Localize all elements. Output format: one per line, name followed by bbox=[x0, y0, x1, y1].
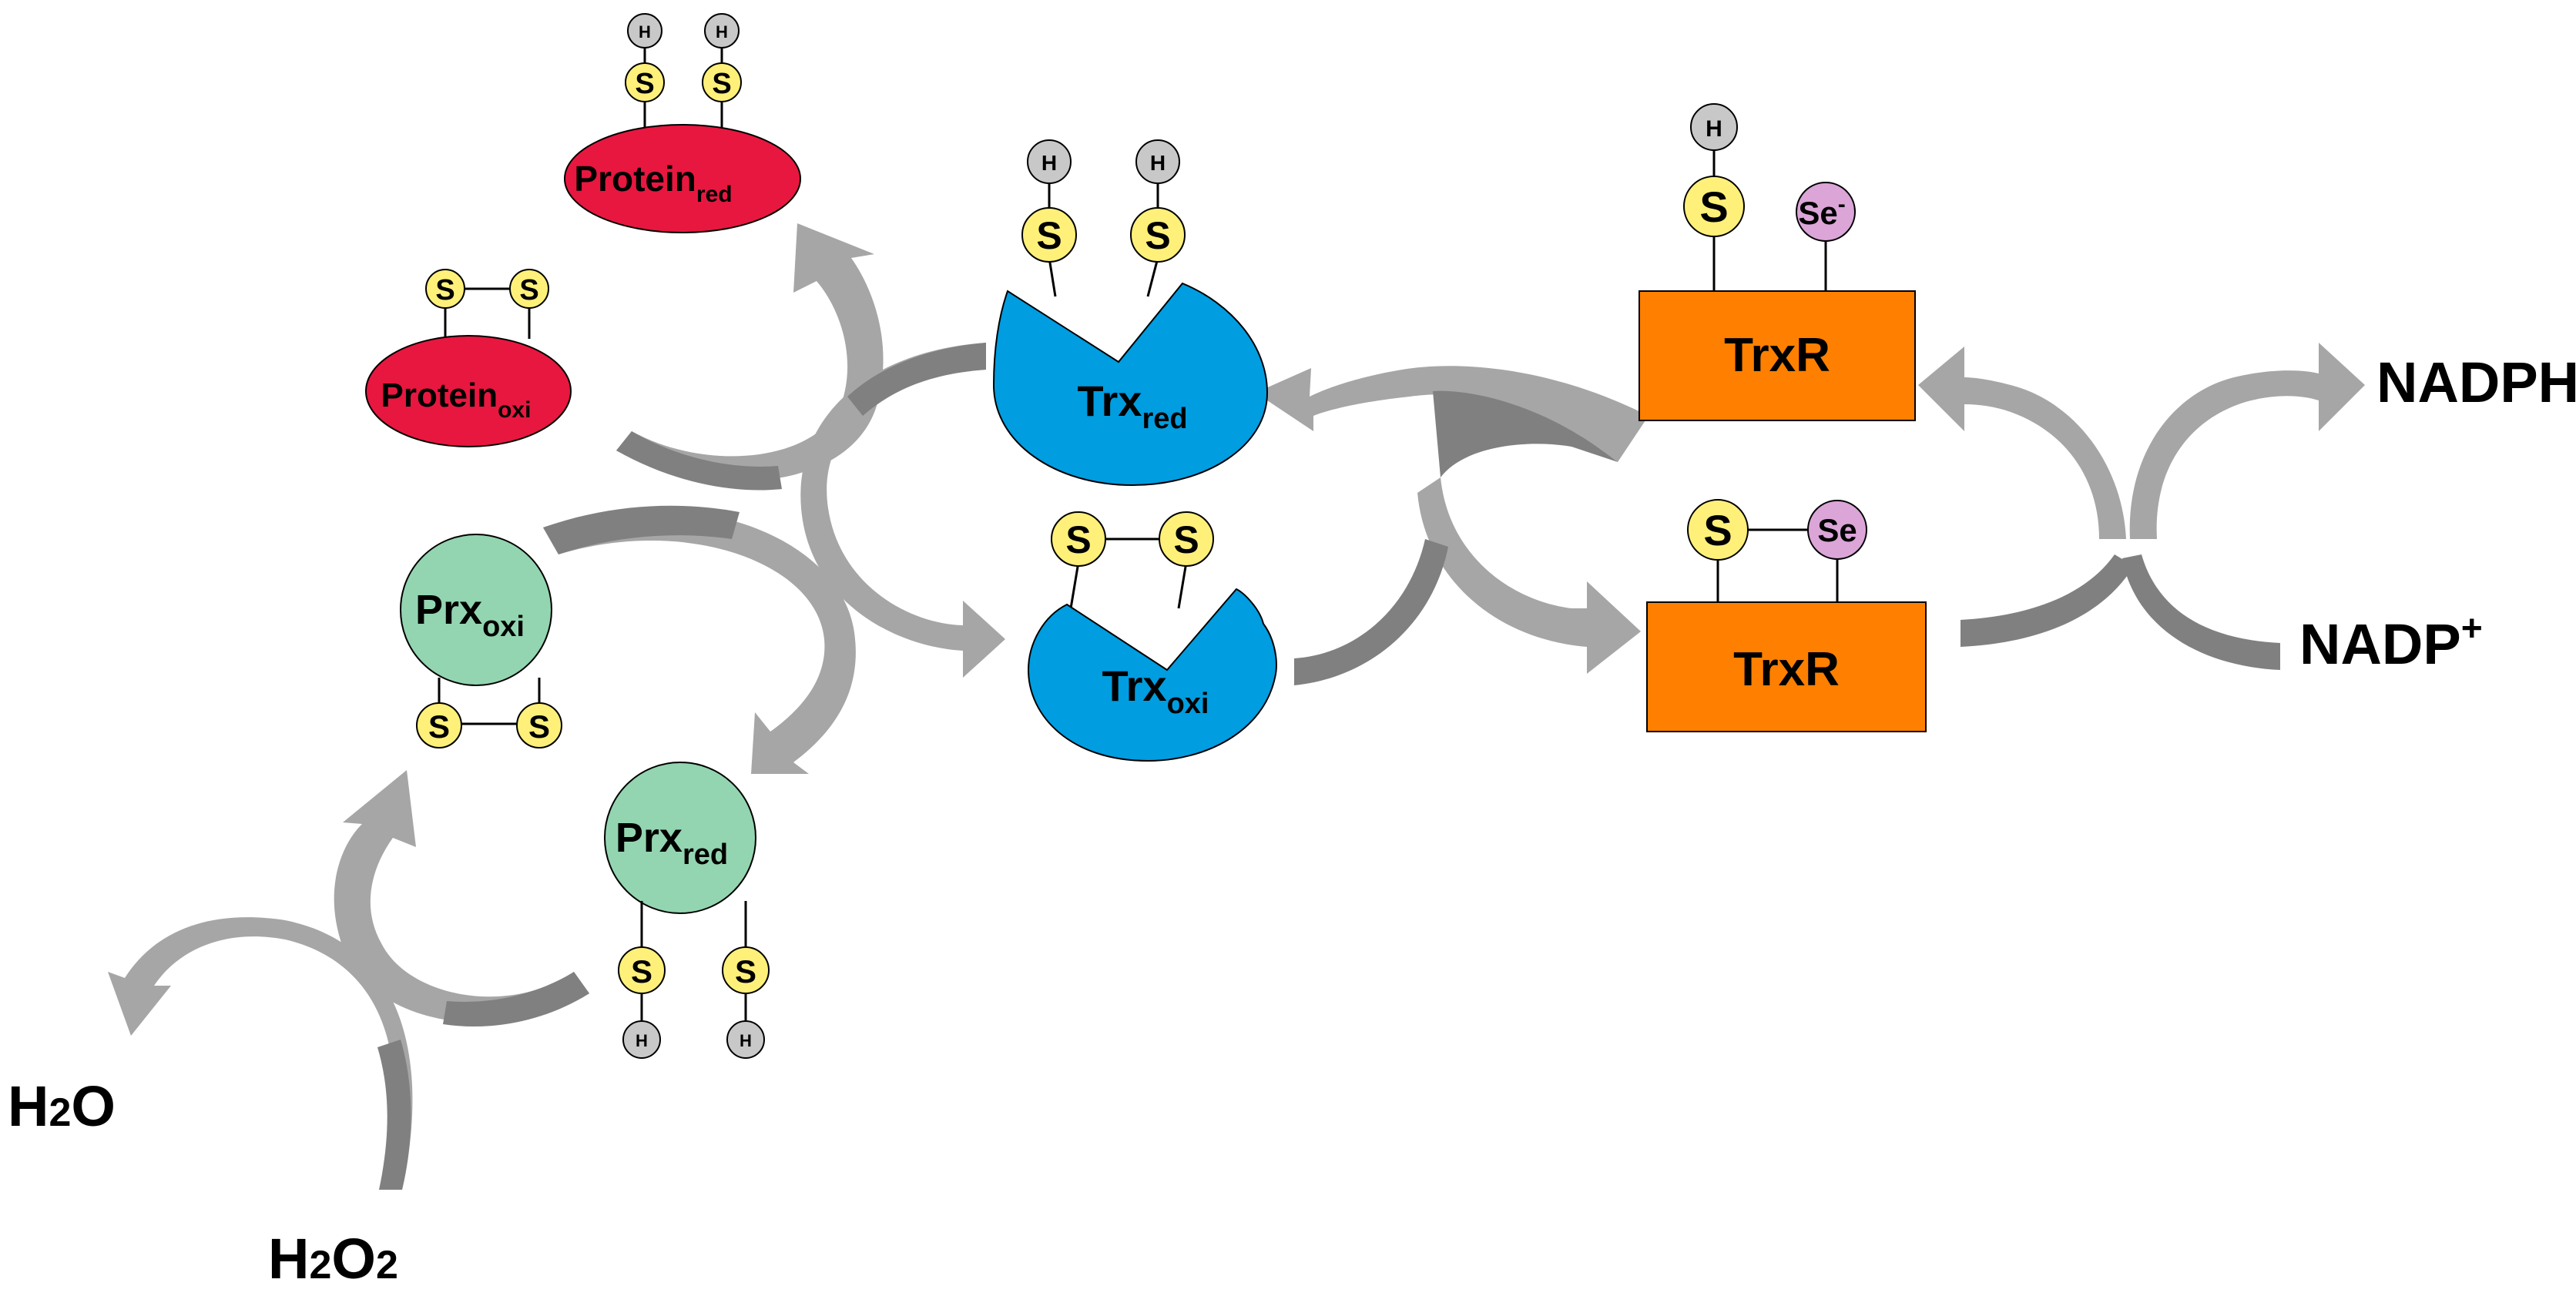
trxr-reduced-box bbox=[1639, 290, 1916, 421]
trxr-oxidized-label: TrxR bbox=[1733, 643, 1840, 696]
prx-red-shape bbox=[604, 762, 756, 914]
prx-oxi-group: Prxoxi S S bbox=[400, 534, 562, 748]
sulfur-atom: S bbox=[722, 946, 770, 994]
svg-text:S: S bbox=[635, 68, 654, 100]
protein-red-group: H H S S Proteinred bbox=[564, 13, 801, 233]
selenium-anion-atom: Se- bbox=[1796, 182, 1856, 242]
protein-oxi-arrow-tail bbox=[616, 431, 782, 491]
trxr-reduced-label: TrxR bbox=[1724, 329, 1830, 382]
trx-oxi-label: Trxoxi bbox=[1102, 661, 1209, 720]
nadp-arrow-tail bbox=[2122, 554, 2280, 670]
trx-red-label: Trxred bbox=[1077, 377, 1187, 435]
protein-oxi-label: Proteinoxi bbox=[381, 377, 532, 423]
hydrogen-atom: H bbox=[1135, 139, 1180, 184]
svg-text:S: S bbox=[1173, 518, 1199, 561]
svg-text:S: S bbox=[1703, 506, 1732, 554]
nadp-plus-label: NADP+ bbox=[2299, 608, 2483, 676]
protein-oxi-group: S S Proteinoxi bbox=[365, 269, 572, 447]
trx-oxi-arrow-tail bbox=[1294, 539, 1448, 685]
sulfur-atom: S bbox=[1130, 207, 1186, 263]
protein-oxi-to-red-arrow bbox=[616, 223, 884, 481]
svg-text:S: S bbox=[735, 953, 756, 990]
hydrogen-atom: H bbox=[726, 1020, 765, 1059]
prx-oxi-label: Prxoxi bbox=[415, 587, 525, 643]
svg-text:H: H bbox=[716, 22, 728, 42]
prx-red-label: Prxred bbox=[615, 815, 728, 871]
sulfur-atom: S bbox=[425, 269, 465, 309]
hydrogen-atom: H bbox=[1690, 103, 1738, 151]
protein-oxi-shape bbox=[365, 335, 572, 447]
h2o2-label: H2O2 bbox=[268, 1227, 398, 1291]
trx-red-shape bbox=[992, 282, 1269, 487]
trx-oxi-shape bbox=[1027, 588, 1277, 762]
hydrogen-atom: H bbox=[627, 13, 662, 49]
trxr-reduced-group: H S Se- TrxR bbox=[1639, 103, 1916, 421]
nadp-to-nadph-arrow bbox=[2129, 343, 2365, 539]
trxr-ox-arrow-tail bbox=[1433, 390, 1618, 477]
prxred-to-prxoxi-arrow bbox=[334, 770, 589, 1023]
svg-text:H: H bbox=[639, 22, 651, 42]
selenium-atom: Se bbox=[1807, 500, 1867, 560]
sulfur-atom: S bbox=[1683, 176, 1745, 237]
trxr-nadp-arrow-tail bbox=[1961, 554, 2134, 647]
svg-text:H: H bbox=[636, 1031, 648, 1050]
sulfur-atom: S bbox=[509, 269, 549, 309]
sulfur-atom: S bbox=[1687, 499, 1749, 561]
sulfur-atom: S bbox=[416, 702, 462, 748]
svg-text:H: H bbox=[1150, 151, 1166, 175]
sulfur-atom: S bbox=[702, 62, 742, 102]
prx-oxi-shape bbox=[400, 534, 552, 686]
sulfur-atom: S bbox=[516, 702, 562, 748]
svg-text:S: S bbox=[631, 953, 652, 990]
prx-red-group: Prxred S S H H bbox=[604, 762, 770, 1059]
protein-red-shape bbox=[564, 124, 801, 233]
trxr-oxidized-group: S Se TrxR bbox=[1646, 499, 1927, 732]
prxoxi-to-prxred-arrow bbox=[543, 509, 856, 774]
prxred-arrow-tail bbox=[443, 972, 589, 1027]
sulfur-atom: S bbox=[618, 946, 666, 994]
svg-text:S: S bbox=[1065, 518, 1091, 561]
prxoxi-arrow-tail bbox=[543, 505, 740, 554]
svg-text:S: S bbox=[712, 68, 731, 100]
svg-text:H: H bbox=[740, 1031, 752, 1050]
svg-text:Se: Se bbox=[1817, 512, 1857, 548]
nadph-label: NADPH bbox=[2376, 350, 2576, 414]
svg-text:S: S bbox=[1145, 214, 1170, 257]
hydrogen-atom: H bbox=[1027, 139, 1072, 184]
h2o2-arrow-tail bbox=[377, 1040, 411, 1190]
sulfur-atom: S bbox=[1021, 207, 1077, 263]
arrows bbox=[108, 223, 2365, 1190]
h2o-label: H2O bbox=[8, 1074, 116, 1138]
trx-oxi-to-trxr-arrow bbox=[1417, 477, 1641, 674]
sulfur-atom: S bbox=[1159, 511, 1214, 567]
svg-text:S: S bbox=[519, 274, 538, 306]
svg-text:S: S bbox=[435, 274, 454, 306]
svg-text:H: H bbox=[1706, 116, 1722, 142]
svg-text:S: S bbox=[1699, 183, 1728, 231]
sulfur-atom: S bbox=[1051, 511, 1106, 567]
hydrogen-atom: H bbox=[704, 13, 740, 49]
trx-oxi-group: S S Trxoxi bbox=[1027, 511, 1277, 762]
trx-red-group: H H S S Trxred bbox=[992, 139, 1269, 487]
trx-red-to-trx-oxi-arrow bbox=[800, 343, 1005, 678]
protein-red-label: Proteinred bbox=[574, 159, 732, 207]
hydrogen-atom: H bbox=[622, 1020, 661, 1059]
trxr-oxidized-box bbox=[1646, 601, 1927, 732]
trx-red-arrow-tail bbox=[847, 343, 986, 416]
svg-text:S: S bbox=[1036, 214, 1062, 257]
svg-text:Se-: Se- bbox=[1798, 192, 1845, 231]
svg-text:H: H bbox=[1041, 151, 1057, 175]
svg-text:S: S bbox=[428, 708, 450, 745]
trxr-to-trx-red-arrow bbox=[1256, 366, 1649, 462]
sulfur-atom: S bbox=[625, 62, 665, 102]
svg-text:S: S bbox=[528, 708, 550, 745]
nadph-to-trxr-arrow bbox=[1918, 347, 2126, 539]
